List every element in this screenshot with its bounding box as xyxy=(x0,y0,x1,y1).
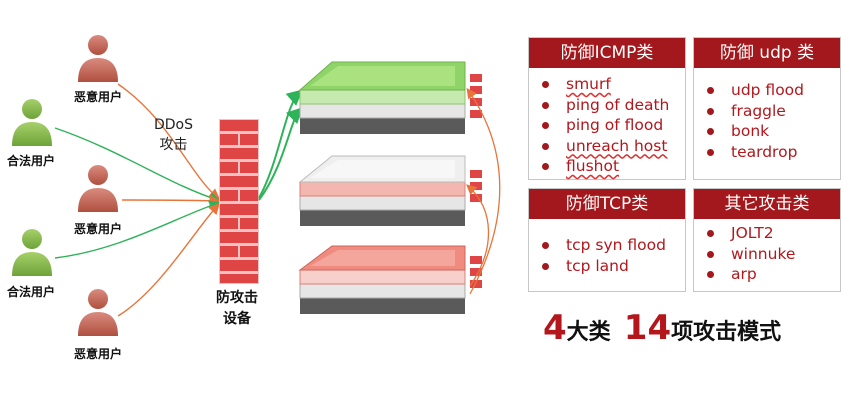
summary-num-modes: 14 xyxy=(623,308,672,348)
list-item: ping of death xyxy=(539,95,685,116)
arrow-legit-2 xyxy=(54,200,221,259)
list-item: udp flood xyxy=(704,80,840,101)
firewall-wall xyxy=(219,119,259,284)
list-item: teardrop xyxy=(704,142,840,163)
list-item: smurf xyxy=(539,74,685,95)
arrow-legit-1 xyxy=(54,127,221,203)
user-malicious-2 xyxy=(78,165,118,212)
device-line-1: 防攻击 xyxy=(216,290,258,306)
user-malicious-1 xyxy=(78,35,118,82)
user-legit-1 xyxy=(12,99,52,146)
server-stack-middle xyxy=(298,155,466,226)
panel-other-title: 其它攻击类 xyxy=(694,189,840,219)
list-item: arp xyxy=(704,264,840,285)
user-label-legit-2: 合法用户 xyxy=(7,285,56,299)
mini-firewall xyxy=(470,74,482,288)
user-label-malicious-1: 恶意用户 xyxy=(74,90,123,104)
panel-icmp: 防御ICMP类 smurf ping of death ping of floo… xyxy=(528,37,686,180)
user-label-malicious-2: 恶意用户 xyxy=(74,222,123,236)
list-item: winnuke xyxy=(704,244,840,265)
panel-other: 其它攻击类 JOLT2 winnuke arp xyxy=(693,188,841,292)
user-label-legit-1: 合法用户 xyxy=(7,154,56,168)
list-item: tcp land xyxy=(539,256,685,277)
panel-icmp-title: 防御ICMP类 xyxy=(529,38,685,68)
list-item: tcp syn flood xyxy=(539,235,685,256)
arrow-malicious-2 xyxy=(121,195,221,207)
list-item: ping of flood xyxy=(539,115,685,136)
user-malicious-3 xyxy=(78,289,118,336)
summary-text-categories: 大类 xyxy=(566,320,611,345)
arrow-return-1 xyxy=(466,87,501,295)
summary-text-modes: 项攻击模式 xyxy=(671,320,782,345)
list-item: unreach host xyxy=(539,136,685,157)
arrow-malicious-3 xyxy=(117,202,220,317)
summary-line: 4大类 14项攻击模式 xyxy=(543,308,781,348)
arrow-wall-to-server-1 xyxy=(258,89,304,199)
ddos-attack-label: DDoS 攻击 xyxy=(154,115,193,155)
ddos-line-2: 攻击 xyxy=(159,137,188,153)
panel-other-list: JOLT2 winnuke arp xyxy=(694,219,840,285)
panel-tcp-title: 防御TCP类 xyxy=(529,189,685,219)
ddos-line-1: DDoS xyxy=(154,117,194,133)
user-label-malicious-3: 恶意用户 xyxy=(74,347,123,361)
server-stack-bottom xyxy=(298,245,466,314)
arrow-return-2 xyxy=(466,184,490,287)
panel-tcp-list: tcp syn flood tcp land xyxy=(529,219,685,276)
defense-device-label: 防攻击 设备 xyxy=(207,288,267,330)
arrows-to-wall xyxy=(54,83,221,317)
list-item: flushot xyxy=(539,156,685,177)
server-stack-top xyxy=(298,61,466,134)
list-item: fraggle xyxy=(704,101,840,122)
user-legit-2 xyxy=(12,229,52,276)
arrow-wall-to-server-2 xyxy=(258,107,303,201)
panel-udp-title: 防御 udp 类 xyxy=(694,38,840,68)
arrow-malicious-1 xyxy=(117,83,221,200)
panel-udp-list: udp flood fraggle bonk teardrop xyxy=(694,68,840,162)
list-item: bonk xyxy=(704,121,840,142)
panel-tcp: 防御TCP类 tcp syn flood tcp land xyxy=(528,188,686,292)
panel-icmp-list: smurf ping of death ping of flood unreac… xyxy=(529,68,685,177)
panel-udp: 防御 udp 类 udp flood fraggle bonk teardrop xyxy=(693,37,841,180)
list-item: JOLT2 xyxy=(704,223,840,244)
device-line-2: 设备 xyxy=(223,311,251,327)
summary-num-categories: 4 xyxy=(543,308,567,348)
